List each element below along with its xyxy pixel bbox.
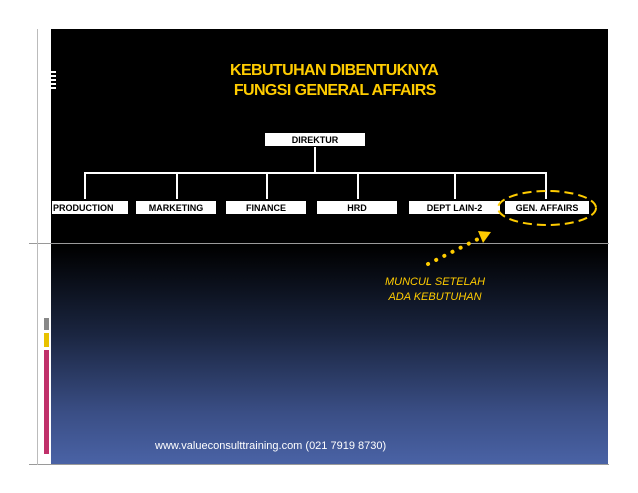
stripe-magenta — [44, 350, 49, 454]
node-hrd: HRD — [316, 200, 398, 215]
branch-marketing — [176, 172, 178, 199]
branch-production — [84, 172, 86, 199]
arrow-head — [478, 231, 491, 243]
node-finance: FINANCE — [225, 200, 307, 215]
dotted-arrow-line — [426, 237, 480, 266]
node-production: PRODUCTION — [51, 200, 129, 215]
footer-contact: www.valueconsulttraining.com (021 7919 8… — [155, 440, 387, 452]
branch-gen-affairs — [545, 172, 547, 199]
branch-dept-lain — [454, 172, 456, 199]
stripe-gray — [44, 318, 49, 330]
branch-finance — [266, 172, 268, 199]
top-rule — [29, 243, 609, 244]
bottom-rule — [29, 464, 609, 465]
stripe-yellow — [44, 333, 49, 347]
node-dept-lain: DEPT LAIN-2 — [408, 200, 501, 215]
node-direktur: DIREKTUR — [264, 132, 366, 147]
node-marketing: MARKETING — [135, 200, 217, 215]
hatch-mark — [44, 71, 56, 89]
slide-title: KEBUTUHAN DIBENTUKNYA FUNGSI GENERAL AFF… — [230, 62, 439, 99]
slide-background — [51, 29, 608, 465]
node-gen-affairs: GEN. AFFAIRS — [504, 200, 590, 215]
annotation-text: MUNCUL SETELAH ADA KEBUTUHAN — [384, 276, 486, 303]
branch-hrd — [357, 172, 359, 199]
left-rule — [37, 29, 38, 465]
highlight-ellipse — [497, 190, 597, 226]
horizontal-bus — [84, 172, 547, 174]
root-stem — [314, 147, 316, 173]
